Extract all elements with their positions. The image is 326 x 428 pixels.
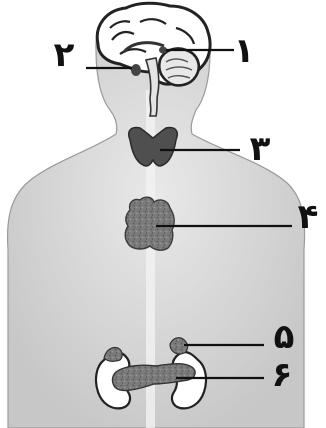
label-adrenal: ۵ (274, 317, 295, 357)
label-pineal: ۱ (234, 31, 255, 71)
label-pituitary: ۲ (54, 35, 75, 75)
label-pancreas: ۶ (272, 355, 293, 395)
label-thyroid: ۳ (250, 129, 271, 169)
label-thymus: ۴ (298, 197, 319, 237)
pineal-gland (159, 47, 167, 54)
thymus-gland (125, 197, 174, 250)
pituitary-gland (131, 64, 141, 76)
